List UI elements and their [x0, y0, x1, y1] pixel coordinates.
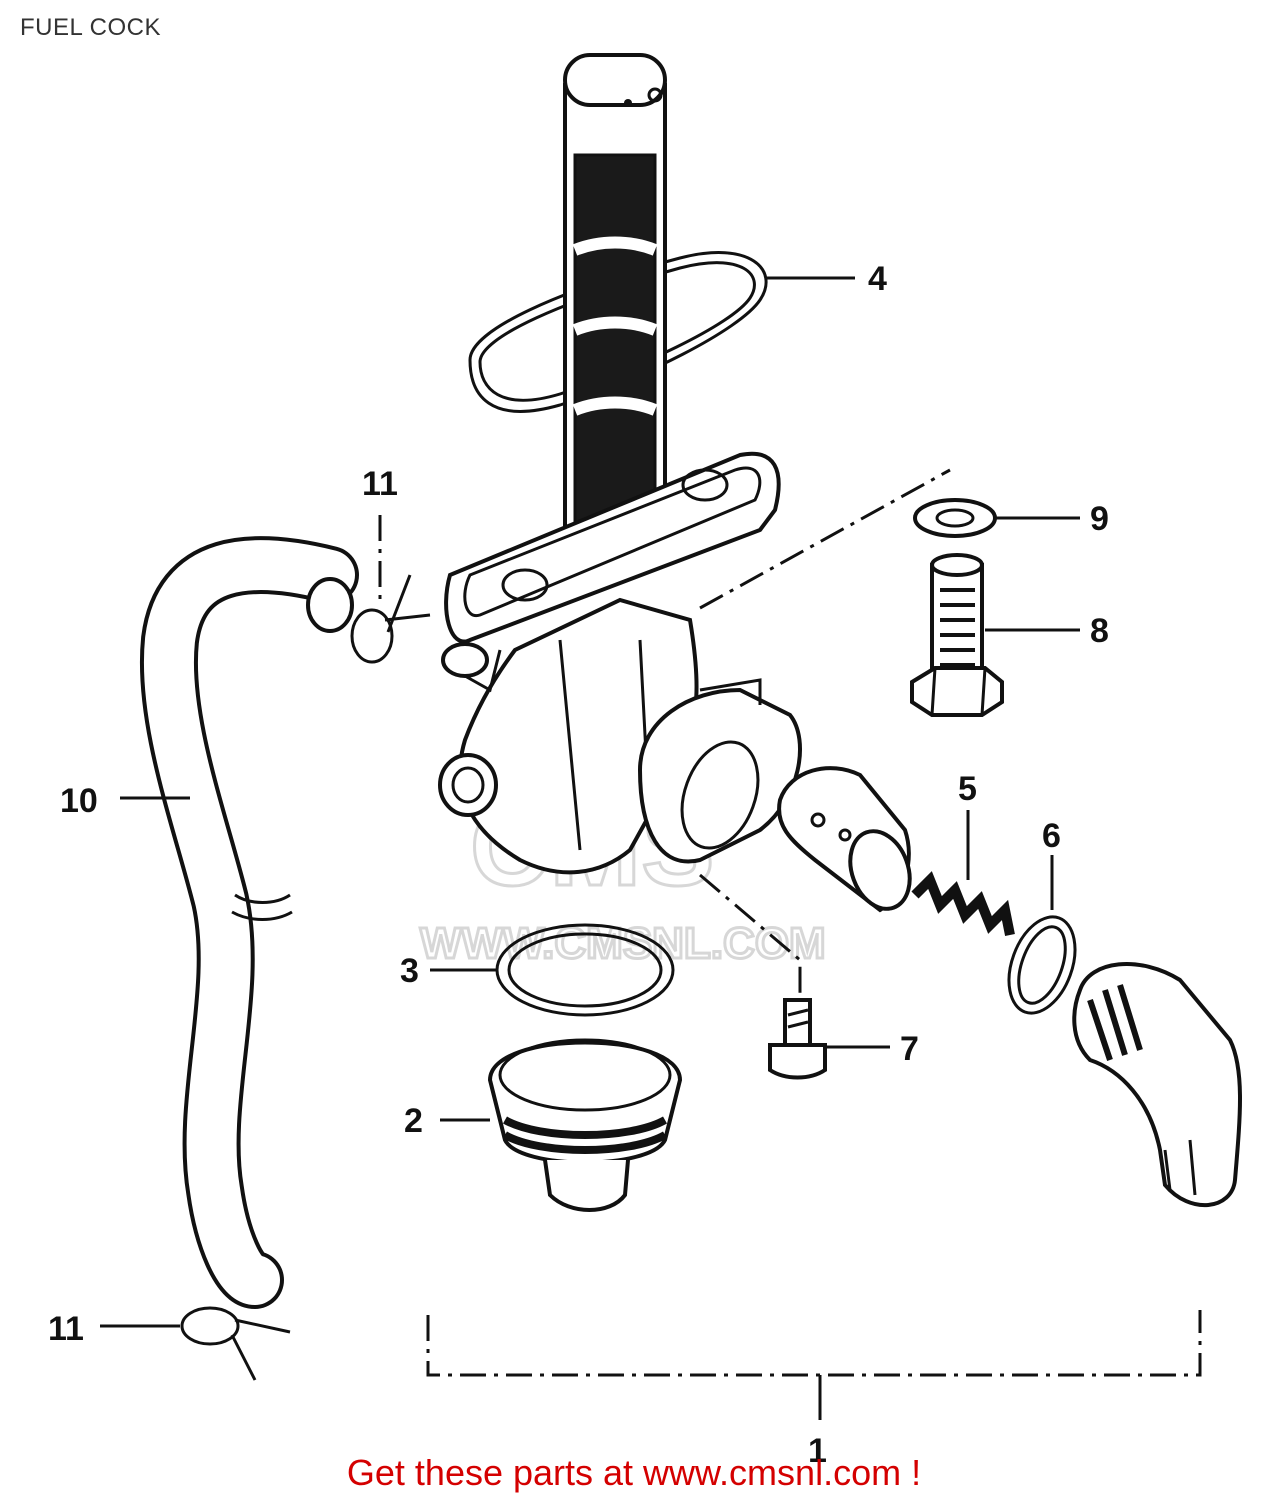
tank-gasket	[468, 251, 768, 413]
fuel-lever-valve	[777, 766, 912, 913]
callout-labels: 1 2 3 4 5 6 7 8 9 10 11 11	[48, 260, 1109, 1470]
callout-1: 1	[808, 1432, 827, 1470]
bolt-washer	[913, 498, 997, 538]
callout-8: 8	[1090, 612, 1109, 650]
callout-11-upper: 11	[362, 465, 398, 503]
lever-spring	[911, 871, 1015, 936]
callout-7: 7	[900, 1030, 919, 1068]
callout-11-lower: 11	[48, 1310, 84, 1348]
assembly-lines	[378, 468, 951, 995]
page-title: FUEL COCK	[20, 14, 161, 41]
lever-knob	[1072, 962, 1242, 1208]
watermark-text: WWW.CMSNL.COM	[420, 919, 826, 968]
fuel-cock-body	[438, 451, 802, 875]
fuel-pickup-tube	[563, 53, 667, 557]
sediment-cup	[487, 1038, 683, 1212]
callout-5: 5	[958, 770, 977, 808]
callout-6: 6	[1042, 817, 1061, 855]
footer-link[interactable]: Get these parts at www.cmsnl.com !	[346, 1452, 922, 1493]
mounting-bolt	[910, 553, 1004, 717]
callout-10: 10	[60, 782, 98, 820]
lever-screw	[768, 998, 827, 1080]
callout-4: 4	[868, 260, 887, 298]
hose-clip-lower	[180, 1306, 291, 1381]
callout-2: 2	[404, 1102, 423, 1140]
callout-9: 9	[1090, 500, 1109, 538]
leader-lines	[100, 276, 1202, 1420]
seal-washer	[1007, 915, 1077, 1015]
hose-clip-upper	[350, 574, 431, 664]
callout-3: 3	[400, 952, 419, 990]
fuel-hose	[139, 536, 359, 1309]
